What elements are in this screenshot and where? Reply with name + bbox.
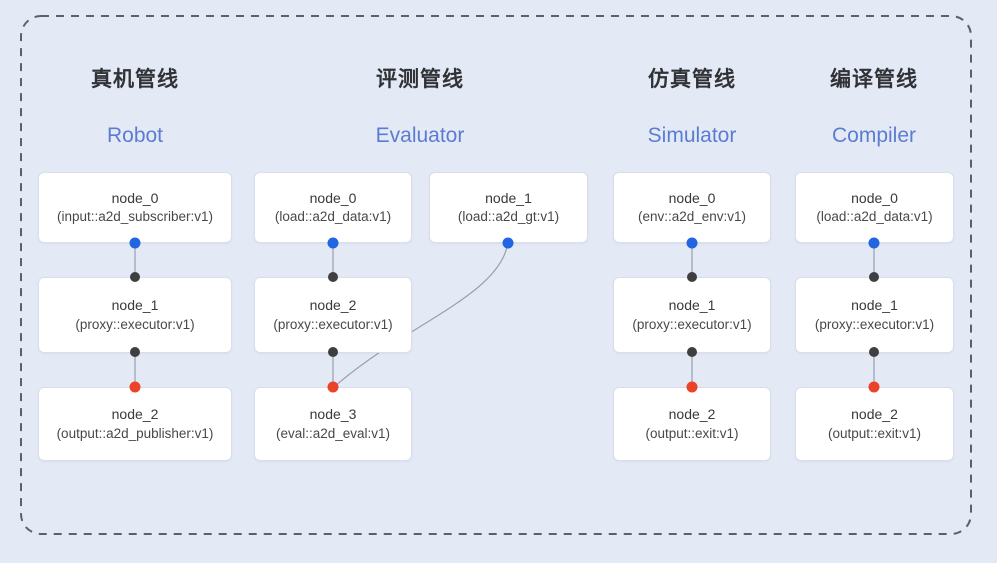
simulator-node-0-name: node_0 — [668, 189, 716, 206]
compiler-node-1-type: (proxy::executor:v1) — [814, 316, 935, 332]
simulator-node-1: node_1 (proxy::executor:v1) — [613, 277, 771, 353]
simulator-node-2: node_2 (output::exit:v1) — [613, 387, 771, 461]
simulator-node-0-type: (env::a2d_env:v1) — [637, 209, 747, 225]
evaluator-node-3-type: (eval::a2d_eval:v1) — [275, 425, 391, 441]
simulator-node-2-name: node_2 — [668, 406, 716, 422]
simulator-node-0: node_0 (env::a2d_env:v1) — [613, 172, 771, 243]
compiler-node-2: node_2 (output::exit:v1) — [795, 387, 954, 461]
simulator-node-1-type: (proxy::executor:v1) — [632, 316, 752, 332]
compiler-node-0: node_0 (load::a2d_data:v1) — [795, 172, 954, 243]
robot-node-0-name: node_0 — [111, 189, 159, 206]
simulator-node-2-type: (output::exit:v1) — [645, 425, 739, 441]
simulator-node-1-name: node_1 — [668, 297, 716, 313]
evaluator-node-2: node_2 (proxy::executor:v1) — [254, 277, 412, 353]
evaluator-node-2-name: node_2 — [309, 297, 357, 313]
robot-node-2: node_2 (output::a2d_publisher:v1) — [38, 387, 232, 461]
compiler-node-1-name: node_1 — [851, 297, 898, 313]
compiler-node-0-type: (load::a2d_data:v1) — [816, 209, 933, 225]
evaluator-node-0: node_0 (load::a2d_data:v1) — [254, 172, 412, 243]
robot-node-1: node_1 (proxy::executor:v1) — [38, 277, 232, 353]
evaluator-node-1-type: (load::a2d_gt:v1) — [457, 209, 560, 225]
robot-node-0-type: (input::a2d_subscriber:v1) — [56, 209, 214, 225]
compiler-node-1: node_1 (proxy::executor:v1) — [795, 277, 954, 353]
evaluator-node-3-name: node_3 — [309, 406, 357, 422]
robot-node-1-name: node_1 — [111, 297, 159, 313]
robot-node-2-type: (output::a2d_publisher:v1) — [56, 425, 214, 441]
robot-node-2-name: node_2 — [111, 406, 159, 422]
compiler-node-0-name: node_0 — [851, 189, 898, 206]
robot-title-en: Robot — [106, 124, 164, 147]
robot-node-0: node_0 (input::a2d_subscriber:v1) — [38, 172, 232, 243]
robot-node-1-type: (proxy::executor:v1) — [75, 316, 195, 332]
simulator-title-en: Simulator — [647, 124, 737, 147]
compiler-node-2-type: (output::exit:v1) — [827, 425, 922, 441]
compiler-title-en: Compiler — [831, 124, 917, 147]
evaluator-title-en: Evaluator — [375, 124, 465, 147]
evaluator-node-0-name: node_0 — [309, 189, 357, 206]
evaluator-node-1-name: node_1 — [485, 189, 532, 206]
compiler-title-zh: 编译管线 — [830, 68, 918, 91]
evaluator-title-zh: 评测管线 — [376, 68, 464, 91]
evaluator-node-0-type: (load::a2d_data:v1) — [274, 209, 392, 225]
robot-title-zh: 真机管线 — [91, 68, 179, 91]
evaluator-node-2-type: (proxy::executor:v1) — [273, 316, 393, 332]
evaluator-node-1: node_1 (load::a2d_gt:v1) — [429, 172, 588, 243]
simulator-title-zh: 仿真管线 — [648, 68, 736, 91]
compiler-node-2-name: node_2 — [851, 406, 898, 422]
evaluator-node-3: node_3 (eval::a2d_eval:v1) — [254, 387, 412, 461]
